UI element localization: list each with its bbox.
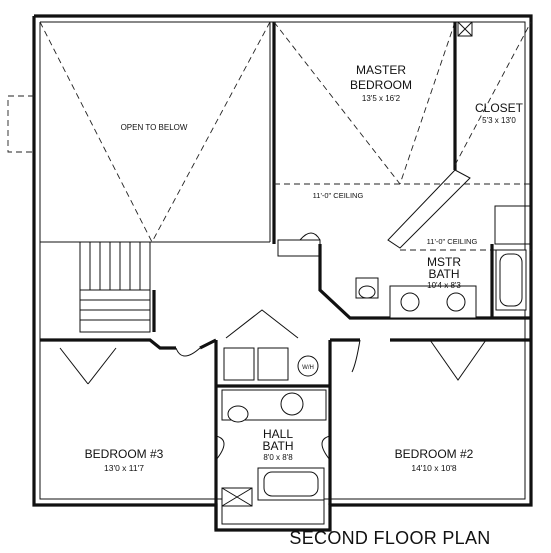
bath-ceiling-label: 11'-0" CEILING bbox=[427, 237, 478, 246]
open-to-below-label: OPEN TO BELOW bbox=[121, 123, 188, 132]
hall-bath-dims: 8'0 x 8'8 bbox=[263, 453, 293, 462]
labels: OPEN TO BELOW MASTER BEDROOM 13'5 x 16'2… bbox=[85, 63, 524, 473]
master-bath bbox=[318, 244, 531, 320]
bedroom-3-dims: 13'0 x 11'7 bbox=[104, 463, 144, 473]
master-bedroom-name-2: BEDROOM bbox=[350, 78, 412, 92]
bedroom-2-dims: 14'10 x 10'8 bbox=[411, 463, 457, 473]
master-bedroom-walls bbox=[272, 21, 531, 244]
exterior-walls bbox=[32, 14, 533, 532]
closet bbox=[454, 21, 532, 166]
stair bbox=[79, 241, 156, 333]
open-to-below-area bbox=[39, 21, 271, 243]
bedroom-2-name: BEDROOM #2 bbox=[395, 447, 474, 461]
closet-dims: 5'3 x 13'0 bbox=[482, 116, 516, 125]
hall-bath bbox=[214, 340, 332, 530]
master-bedroom-name: MASTER bbox=[356, 63, 406, 77]
mstr-bath-dims: 10'4 x 8'3 bbox=[427, 281, 461, 290]
master-ceiling-label: 11'-0" CEILING bbox=[313, 191, 364, 200]
hatched-walls bbox=[277, 169, 532, 257]
mstr-bath-name-2: BATH bbox=[428, 267, 459, 281]
hall-bath-name: HALL bbox=[263, 427, 293, 441]
bedroom-3-walls bbox=[40, 338, 217, 350]
exterior-bump bbox=[7, 95, 34, 153]
mstr-bath-name: MSTR bbox=[427, 255, 461, 269]
door-swings bbox=[59, 232, 487, 461]
hall-bath-name-2: BATH bbox=[262, 439, 293, 453]
plan-title: SECOND FLOOR PLAN bbox=[289, 528, 491, 548]
washer-dryer-label: W/H bbox=[302, 365, 314, 371]
bedroom-3-name: BEDROOM #3 bbox=[85, 447, 164, 461]
closet-name: CLOSET bbox=[475, 101, 524, 115]
master-bedroom-dims: 13'5 x 16'2 bbox=[362, 94, 401, 103]
